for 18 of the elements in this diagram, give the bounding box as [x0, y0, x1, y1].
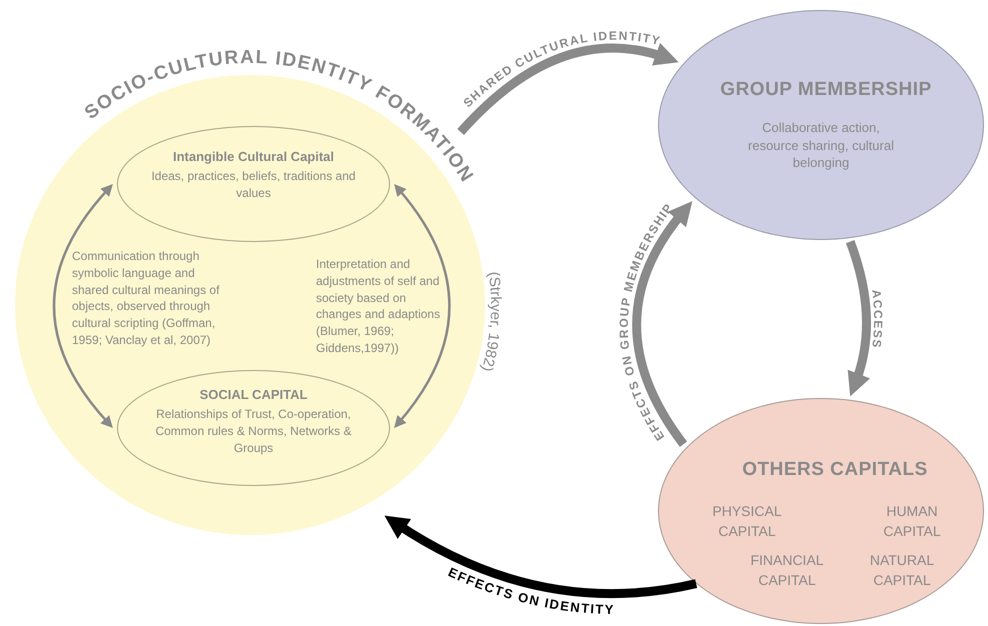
curved-arrow [52, 184, 113, 428]
ellipse-heading: GROUP MEMBERSHIP [720, 79, 932, 101]
ellipse-text: Collaborative action, resource sharing, cultural belonging [747, 119, 895, 172]
ellipse-text: Relationships of Trust, Co-operation, Common rules & Norms, Networks & Groups [154, 406, 353, 456]
curved-arrow [394, 184, 451, 428]
curved-arrow [846, 240, 871, 397]
edge-label: Communication through symbolic language and shared cultural meanings of objects, observed through cultural scripting (Goffman, 1959; Vanclay et al, 2007) [72, 248, 220, 349]
ellipse-text: Ideas, practices, beliefs, traditions and values [150, 168, 357, 202]
capital-ellipse [117, 370, 390, 486]
ellipse-heading: Intangible Cultural Capital [172, 149, 334, 164]
capital-type: NATURAL CAPITAL [868, 551, 936, 590]
ellipse-heading: SOCIAL CAPITAL [200, 387, 308, 402]
capital-type: PHYSICAL CAPITAL [711, 502, 783, 541]
edge-label: Interpretation and adjustments of self and society based on changes and adaptions (Blumer, 1969; Giddens,1997)) [316, 256, 442, 357]
capital-type: FINANCIAL CAPITAL [749, 551, 825, 590]
curved-arrow [384, 516, 698, 598]
capital-type: HUMAN CAPITAL [882, 502, 942, 541]
ellipse-heading: OTHERS CAPITALS [742, 459, 928, 481]
